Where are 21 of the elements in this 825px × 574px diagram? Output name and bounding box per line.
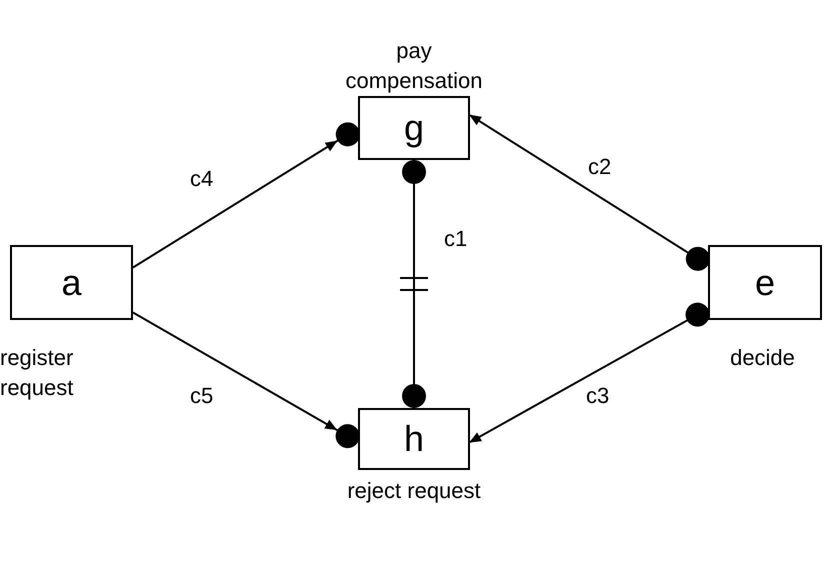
edge-label: c2: [588, 156, 612, 178]
task-letter: h: [404, 421, 424, 457]
task-caption: decide: [729, 344, 796, 372]
task-caption: register request: [0, 344, 74, 402]
task-letter: a: [61, 264, 82, 300]
task-box: [358, 408, 470, 470]
edge-label: c3: [586, 385, 610, 407]
task-letter: g: [404, 110, 424, 146]
task-caption: pay compensation: [344, 37, 484, 95]
connector-arrow: [132, 312, 360, 448]
task-box: [10, 245, 133, 320]
connector-arrow: [132, 122, 360, 268]
task-caption: reject request: [346, 477, 482, 505]
task-letter: e: [754, 264, 776, 300]
edge-label: c1: [444, 228, 468, 250]
task-box: [358, 96, 470, 160]
task-box: [708, 245, 822, 320]
edge-label: c5: [190, 385, 214, 407]
edge-label: c4: [190, 168, 214, 190]
connector-arrow: [469, 302, 710, 443]
connector-arrow: [469, 114, 710, 271]
